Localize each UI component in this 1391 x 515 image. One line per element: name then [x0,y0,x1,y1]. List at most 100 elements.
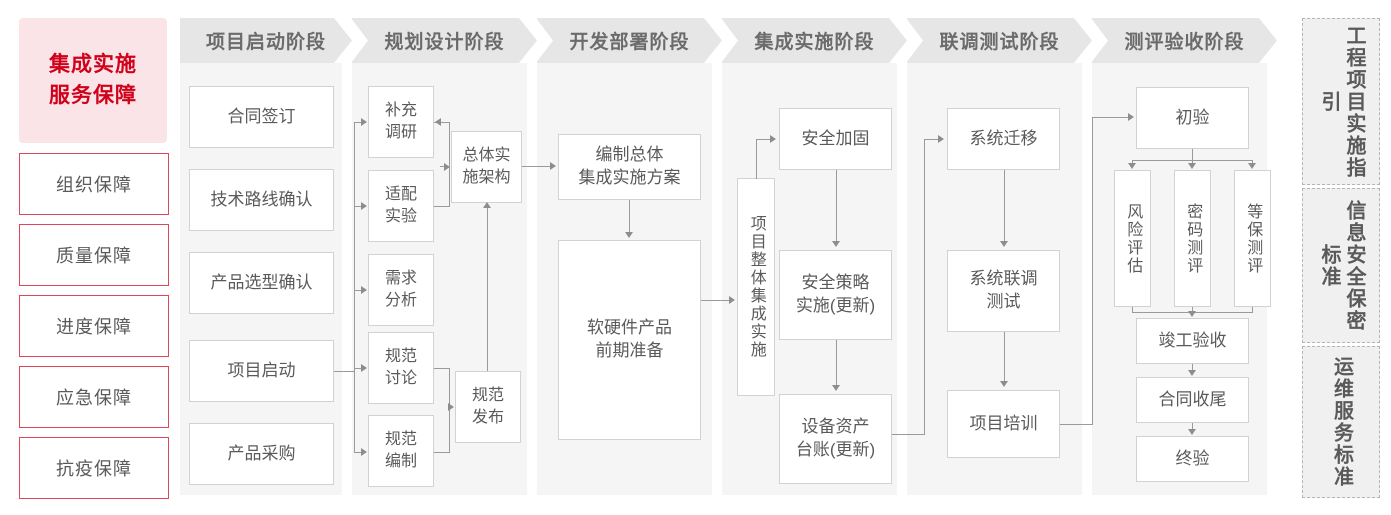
node-draft-overall-integration-plan[interactable]: 编制总体 集成实施方案 [558,134,701,200]
phase-header-5[interactable]: 联调测试阶段 [907,18,1092,63]
node-label: 合同收尾 [1158,389,1227,409]
node-label: 产品采购 [227,443,296,463]
arrow-to-supplementary-research [361,118,367,126]
phase-header-2[interactable]: 规划设计阶段 [352,18,537,63]
chevron-notch-icon [906,18,923,63]
phase-header-label: 项目启动阶段 [205,32,326,53]
node-label-line2: 施架构 [462,169,511,186]
node-project-training[interactable]: 项目培训 [947,390,1060,458]
node-classified-protection-evaluation[interactable]: 等保测评 [1234,170,1271,307]
rail-item-epidemic[interactable]: 抗疫保障 [19,437,169,499]
standard-item-infosec-standard[interactable]: 信息安全保密标准 [1302,188,1380,343]
node-security-hardening[interactable]: 安全加固 [779,108,892,170]
standard-item-label: 信息安全保密标准 [1318,199,1365,332]
rail-item-label: 抗疫保障 [56,459,132,479]
node-label-line1: 规范 [384,348,417,366]
node-supplementary-research[interactable]: 补充 调研 [368,86,434,158]
arrow-to-security-hardening [770,135,776,143]
connector-migration-to-joint-test [1004,170,1005,242]
node-label-line1: 设备资产 [801,417,870,437]
node-risk-assessment[interactable]: 风险评估 [1114,170,1151,307]
node-label-line1: 编制总体 [595,145,664,165]
connector-to-standard-discussion [354,368,362,369]
standard-item-label: 工程项目实施指引 [1318,24,1365,179]
node-adaptation-experiment[interactable]: 适配 实验 [368,170,434,242]
node-label-line2: 测试 [986,292,1021,311]
diagram-title-card: 集成实施 服务保障 [19,18,167,143]
phase-header-3[interactable]: 开发部署阶段 [537,18,722,63]
node-label-line2: 集成实施方案 [578,168,681,187]
connector-risk-down [1132,307,1133,313]
node-overall-implementation-architecture[interactable]: 总体实 施架构 [451,131,522,203]
node-standard-release[interactable]: 规范 发布 [455,371,521,443]
connector-policy-to-ledger [836,340,837,386]
connector-to-risk [1132,160,1133,165]
node-system-joint-debug-test[interactable]: 系统联调 测试 [947,250,1060,332]
phase-header-6[interactable]: 测评验收阶段 [1092,18,1277,63]
arrow-to-standard-discussion [361,364,367,372]
arrow-down-to-contract-closure [1188,370,1196,376]
chevron-notch-icon [1091,18,1108,63]
arrow-down-to-training [1000,381,1008,387]
connector-crypto-down [1192,307,1193,313]
node-overall-project-integration[interactable]: 项目整体集成实施 [737,178,775,396]
arrow-down-to-final-acceptance [1188,429,1196,435]
rail-item-label: 进度保障 [56,317,132,337]
node-security-policy-implementation[interactable]: 安全策略 实施(更新) [779,250,892,340]
node-label: 项目启动 [227,360,296,380]
rail-item-label: 质量保障 [56,246,132,266]
connector-adaptation-out [434,206,450,207]
arrow-down-to-risk-assessment [1128,163,1136,169]
node-cryptography-evaluation[interactable]: 密码测评 [1174,170,1211,307]
rail-item-schedule[interactable]: 进度保障 [19,295,169,357]
standard-item-ops-service-standard[interactable]: 运维服务标准 [1302,346,1380,498]
node-hardware-software-preparation[interactable]: 软硬件产品 前期准备 [558,240,701,440]
node-standard-discussion[interactable]: 规范 讨论 [368,332,434,404]
rail-item-emergency[interactable]: 应急保障 [19,366,169,428]
node-completion-acceptance[interactable]: 竣工验收 [1136,318,1249,364]
arrow-to-draft-plan [550,162,556,170]
connector-hardening-to-policy [836,170,837,242]
chevron-notch-icon [721,18,738,63]
connector-to-system-migration [924,139,939,140]
node-contract-signing[interactable]: 合同签订 [189,86,334,148]
node-product-selection-confirm[interactable]: 产品选型确认 [189,252,334,314]
arrow-to-standard-drafting [361,448,367,456]
node-equipment-asset-ledger[interactable]: 设备资产 台账(更新) [779,394,892,484]
node-requirement-analysis[interactable]: 需求 分析 [368,254,434,326]
node-standard-drafting[interactable]: 规范 编制 [368,415,434,487]
standard-item-label: 运维服务标准 [1330,356,1353,488]
node-label-line1: 安全策略 [801,273,870,293]
node-contract-closure[interactable]: 合同收尾 [1136,377,1249,423]
arrow-down-to-joint-test [1000,241,1008,247]
node-label-line2: 讨论 [384,370,417,387]
node-label: 终验 [1175,448,1210,468]
connector-to-supplementary-research [354,122,362,123]
connector-phase1-bus [354,122,355,452]
rail-item-quality[interactable]: 质量保障 [19,224,169,286]
node-label: 技术路线确认 [210,189,313,209]
node-label: 安全加固 [801,128,870,148]
node-label-line2: 调研 [384,124,417,141]
connector-integration-to-hardening [756,139,771,140]
node-system-migration[interactable]: 系统迁移 [947,108,1060,170]
chevron-notch-icon [351,18,368,63]
phase-header-1[interactable]: 项目启动阶段 [180,18,352,63]
connector-preparation-to-integration [701,300,729,301]
node-product-procurement[interactable]: 产品采购 [189,423,334,485]
node-tech-route-confirm[interactable]: 技术路线确认 [189,169,334,231]
rail-item-organization[interactable]: 组织保障 [19,153,169,215]
node-project-kickoff[interactable]: 项目启动 [189,340,334,402]
node-final-acceptance[interactable]: 终验 [1136,436,1249,482]
arrow-to-standard-release [448,403,454,411]
rail-item-label: 应急保障 [56,388,132,408]
node-label-line1: 规范 [384,431,417,449]
node-preliminary-acceptance[interactable]: 初验 [1136,87,1249,149]
connector-ledger-up [924,139,925,435]
phase-header-4[interactable]: 集成实施阶段 [722,18,907,63]
arrow-to-adaptation-experiment [361,202,367,210]
diagram-title-line1: 集成实施 [49,53,137,77]
node-label-line2: 台账(更新) [795,440,876,459]
node-label: 风险评估 [1124,202,1142,275]
standard-item-engineering-guideline[interactable]: 工程项目实施指引 [1302,18,1380,185]
